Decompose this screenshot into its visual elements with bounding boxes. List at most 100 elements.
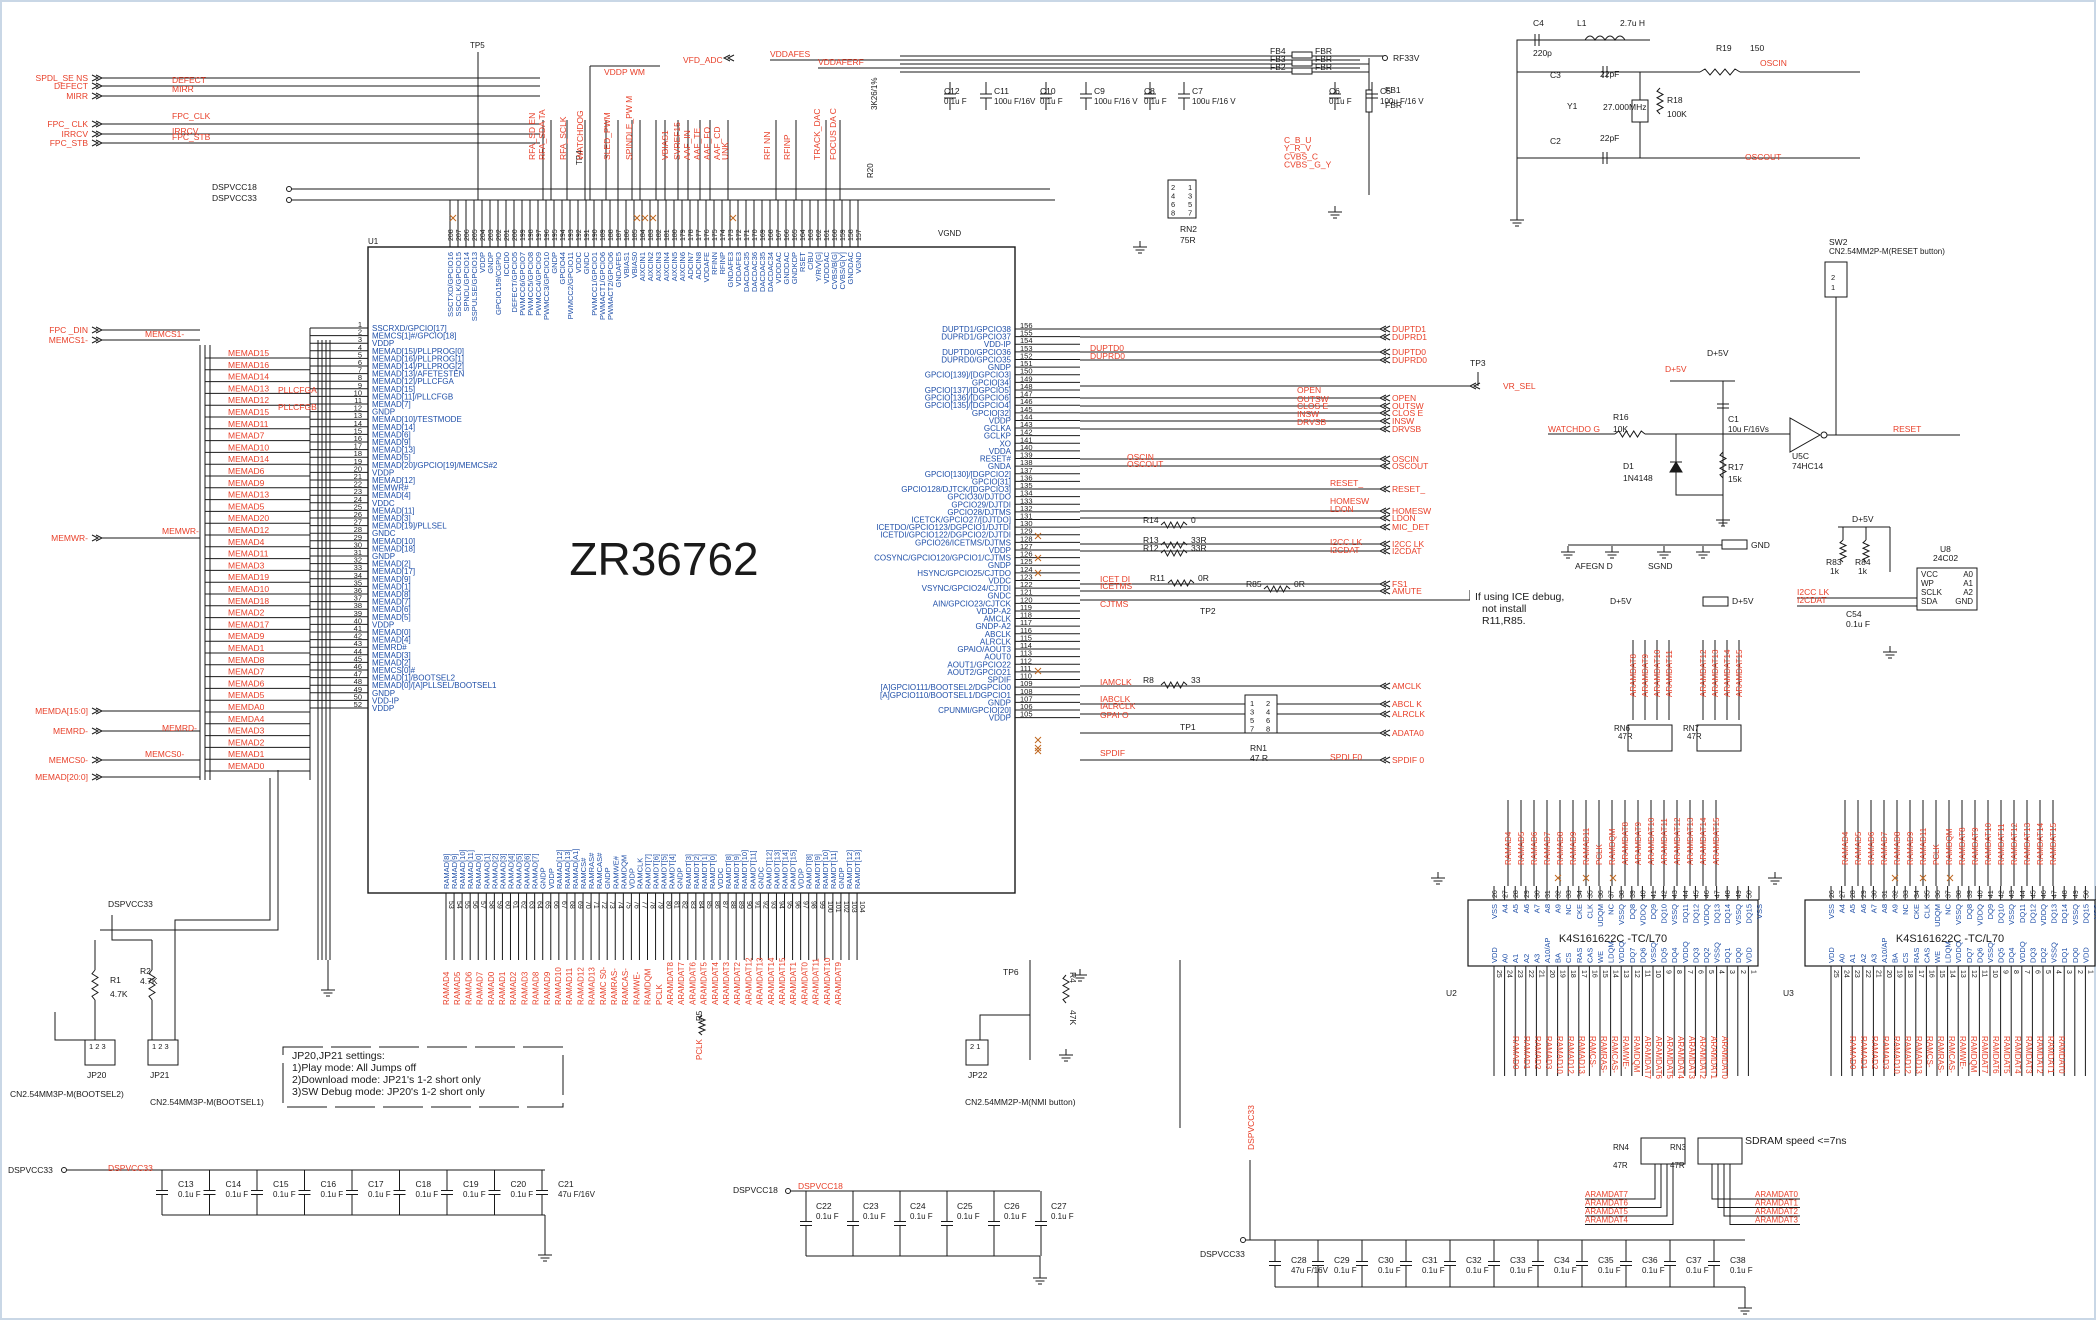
pin-name: MEMAD[2] [372,560,411,569]
pin-number: 166 [784,229,791,241]
capacitor-ref: C29 [1334,1255,1350,1265]
memad-net-label: MEMAD2 [228,737,265,747]
pin-name: DQ3 [2028,948,2037,963]
ramad-net-label: RAMAD0 [487,971,496,1005]
capacitor-ref: C30 [1378,1255,1394,1265]
pin-name: MEMAD[2] [372,658,411,667]
pin-number: 40 [354,616,362,625]
pin-number: 33 [1903,890,1910,898]
pin-name: RAMDT[11] [829,850,838,889]
pin-number: 194 [560,229,567,241]
sdram-net-label: RAMDQM [1608,828,1617,865]
power-label: VFD_ADC [683,55,723,65]
pin-number: 5 [1188,200,1192,209]
ferrite-value: FBR [1315,54,1332,64]
memad-net-label: MEMAD20 [228,513,269,523]
capacitor-ref: C37 [1686,1255,1702,1265]
pin-number: 35 [354,578,362,587]
connector-arrow [1378,333,1387,341]
pin-number: 101 [834,901,841,913]
label: U8 [1940,544,1951,554]
pin-number: 139 [1020,451,1033,460]
pin-number: 2 [1171,183,1175,192]
pin-number: 174 [720,229,727,241]
pin-name: DQ3 [1691,948,1700,963]
ground-connector [1721,539,1748,550]
pin-name: VDDQ [1681,941,1690,963]
resistor-network [1627,724,1673,752]
label: SGND [1648,561,1673,571]
rn-net-label: ARAMDAT10 [1653,649,1662,697]
wire [174,778,271,1040]
connector-arrow [1378,402,1387,410]
pin-number: 110 [1020,672,1032,681]
pin-name: A7 [1869,904,1878,913]
pin-name: GPAIO/AOUT3 [957,645,1011,654]
pin-name: WE [1933,951,1942,963]
pin-name: DQ2 [2039,948,2048,963]
inductor-l1 [1584,35,1626,41]
jumper-desc: CN2.54MM3P-M(BOOTSEL2) [10,1089,124,1099]
pin-name: BA [1554,953,1563,963]
pin-name: RAMDT[15] [789,850,798,889]
pin-number: 2 [1739,970,1746,974]
pin-name: VDDP [797,868,806,889]
pin-name: RAMDT[9] [813,854,822,889]
pin-number: 114 [1020,641,1032,650]
pin-number: 76 [632,901,639,909]
pin-number: 24 [1843,970,1850,978]
sdram-net-label: ARAMDAT1 [1709,1036,1718,1080]
pin-number: 138 [1020,458,1033,467]
ramad-net-label: ARAMDAT15 [778,957,787,1005]
pin-number: 46 [2041,890,2048,898]
pin-number: 26 [354,510,362,519]
pin-name: MEMAD[14]/PLLPROG[2] [372,362,464,371]
pin-name: DQ7 [1965,948,1974,963]
pin-number: 116 [1020,626,1032,635]
no-connect-mark [1609,874,1617,882]
pin-name: VDDC [988,576,1011,585]
pin-name: VDDAFE3 [734,252,743,287]
sdram-net-label: RAMDQM [1945,828,1954,865]
connector-arrow [1382,417,1391,425]
pin-name: GNDC [987,592,1011,601]
pin-name: GPCIO26/ICETMS/DJTMS [915,538,1011,547]
pin-number: 25 [1832,970,1839,978]
sdram-net-label: RAMAD12 [1903,1036,1912,1074]
pin-name: RAMAD[0] [474,854,483,889]
right-net-label: IABCLK [1100,694,1131,704]
jumper-note-line: 1)Play mode: All Jumps off [292,1062,416,1074]
connector-arrow [1378,325,1387,333]
capacitor-ref: C27 [1051,1201,1067,1211]
pin-name: MEMAD[6] [372,430,411,439]
pin-name: VDD [1744,947,1753,963]
pin-number: 195 [552,229,559,241]
pin-name: RAMDT[2] [692,854,701,889]
rn-ref: RN6 [1614,724,1631,733]
sdram-net-label: RAMDAT4 [2013,1036,2022,1074]
pin-name: RAMAD[6] [523,854,532,889]
connector-arrow [1378,455,1387,463]
connector-arrow [726,54,735,62]
ramad-net-label: ARAMDAT0 [800,961,809,1005]
rn2-value: 75R [1180,235,1196,245]
sdram-chip-u3 [1804,899,2096,967]
capacitor-value: 0.1u F [511,1190,534,1199]
left-net-label: MEMRD- [162,723,197,733]
pin-number: 160 [832,229,839,241]
pin-name: RSET [798,252,807,272]
ferrite-value: FBR [1385,100,1402,110]
pin-number: 190 [592,229,599,241]
pin-number: 115 [1020,633,1032,642]
wire [1585,1164,1656,1200]
pin-number: 47 [354,670,362,679]
testpoint-label: TP2 [1200,606,1216,616]
memad-net-label: MEMDA0 [228,702,265,712]
sdram-net-label: RAMAD7 [1880,831,1889,865]
memad-net-label: MEMAD19 [228,572,269,582]
pin-name: DACDAC34 [766,252,775,292]
pin-name: MEMAD[13]/AFETESTEN [372,370,465,379]
no-connect-mark [1554,874,1562,882]
sdram-net-label: RAMAD10 [1555,1036,1564,1074]
connector-arrow [95,92,104,100]
